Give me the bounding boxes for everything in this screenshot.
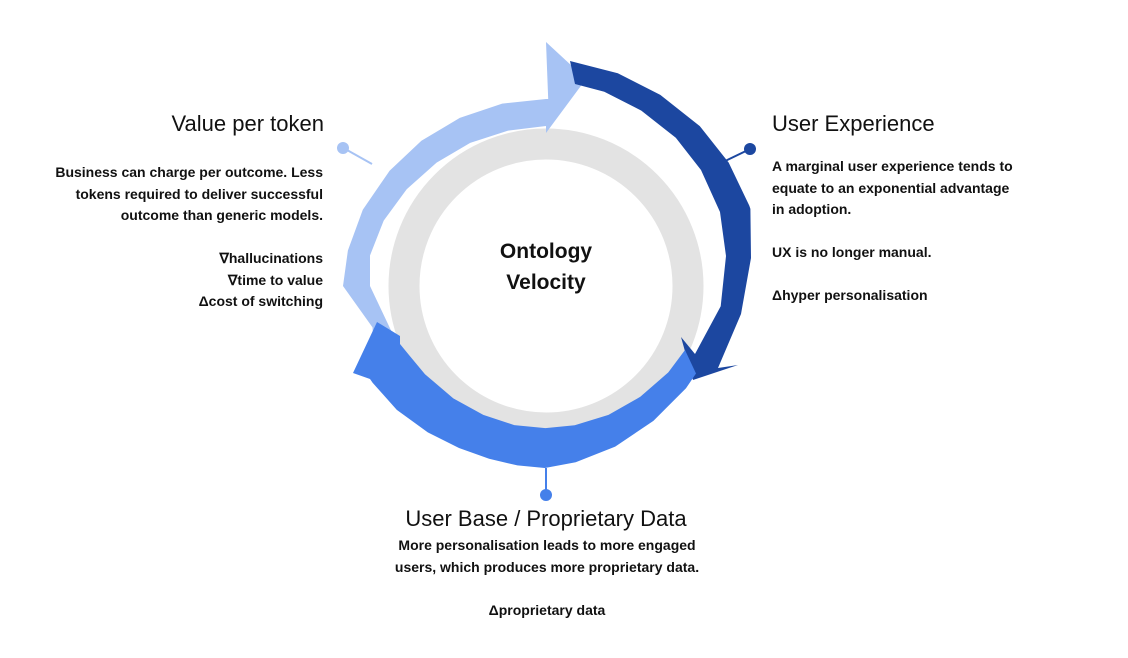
center-title-line-2: Velocity [506,271,586,294]
metric-hyper-personalisation: Δhyper personalisation [772,287,928,303]
metric-hallucinations: ∇hallucinations [219,250,324,266]
value-per-token-arrow [343,42,586,358]
metric-time-to-value: ∇time to value [228,271,323,288]
center-title-line-1: Ontology [499,240,593,263]
user-base-arrow [353,322,696,468]
user-experience-arrow [570,61,751,380]
value-per-token-body: Business can charge per outcome. Less to… [40,162,323,313]
connector-value-line [346,149,373,165]
connector-ux-line [720,149,749,164]
center-title: Ontology Velocity [446,236,646,298]
user-base-body: More personalisation leads to more engag… [390,535,704,621]
user-experience-body: A marginal user experience tends to equa… [772,156,1022,307]
value-per-token-heading: Value per token [171,111,324,136]
user-experience-heading: User Experience [772,111,935,136]
user-experience-description: A marginal user experience tends to equa… [772,158,1013,217]
connector-userbase-dot [540,489,552,501]
user-base-heading: User Base / Proprietary Data [405,506,687,531]
connector-ux-dot [744,143,756,155]
connector-value-dot [337,142,349,154]
inner-ring [388,128,704,444]
metric-cost-of-switching: Δcost of switching [198,293,323,309]
metric-proprietary-data: Δproprietary data [488,601,606,618]
user-base-description: More personalisation leads to more engag… [394,537,700,575]
value-per-token-description: Business can charge per outcome. Less to… [55,164,323,223]
user-experience-note: UX is no longer manual. [772,244,932,260]
